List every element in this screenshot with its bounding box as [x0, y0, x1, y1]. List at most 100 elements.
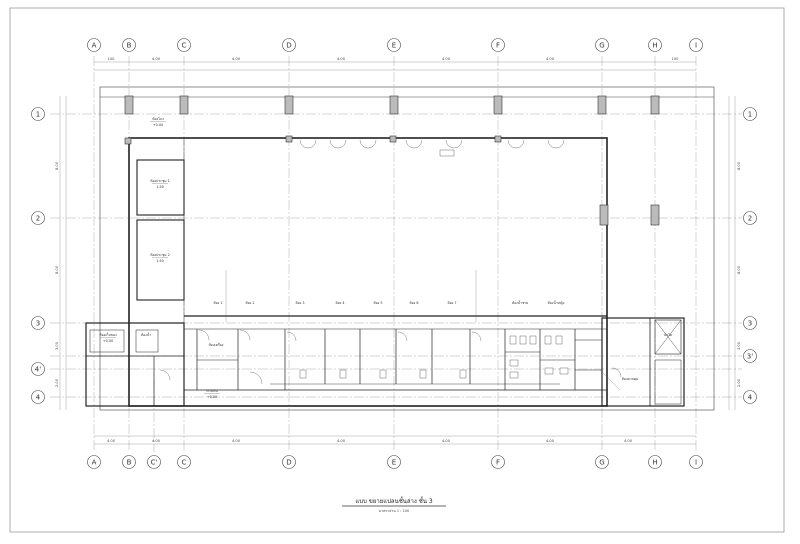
grid-bubble-right: 2	[743, 211, 757, 225]
dimension-text: 4.00	[442, 439, 451, 443]
room-level: +0.00	[103, 339, 113, 343]
room-tag: ห้อง 1	[213, 301, 222, 305]
grid-bubble-top: G	[595, 38, 609, 52]
dimension-text: 4.00	[152, 439, 161, 443]
room-name: ห้อง 5	[373, 301, 382, 305]
dimension-text: 4.00	[442, 57, 451, 61]
grid-label: 1	[36, 111, 40, 119]
room-name: ทางเดิน	[206, 389, 218, 393]
grid-label: A	[92, 42, 97, 50]
leader-lines	[225, 270, 621, 391]
grid-label: 2	[36, 215, 40, 223]
grid-label: B	[127, 42, 132, 50]
grid-label: C	[182, 42, 187, 50]
grid-label: G	[599, 459, 604, 467]
fixtures	[299, 149, 569, 379]
dimension-text: 3.00	[737, 341, 741, 350]
grid-bubble-bottom: E	[387, 455, 401, 469]
room-name: ห้อง 6	[409, 301, 418, 305]
grid-label: H	[652, 42, 657, 50]
dimension-text: 4.00	[546, 57, 555, 61]
room-name: ห้องเก็บของ	[99, 331, 117, 337]
grid-label: E	[392, 42, 396, 50]
room-level: +0.00	[207, 395, 217, 399]
room-name: ห้องประชุม 2	[150, 253, 170, 258]
grid-label: F	[496, 459, 500, 467]
dimension-text: 8.00	[55, 265, 59, 274]
dimension-text: 3.00	[55, 341, 59, 350]
grid-bubble-left: 2	[31, 211, 45, 225]
room-name: ห้องโถง	[152, 116, 164, 121]
sheet-border	[9, 7, 785, 533]
grid-bubble-bottom: A	[87, 455, 101, 469]
room-tag: ห้องประชุม 21:50	[150, 253, 170, 263]
dimension-lines	[59, 61, 736, 445]
grid-label: 1	[748, 111, 752, 119]
grid-label: I	[695, 42, 697, 50]
grid-label: G	[599, 42, 604, 50]
drawing-scale: มาตราส่วน 1 : 100	[379, 509, 409, 513]
room-tag: ห้องน้ำ	[141, 332, 151, 337]
room-tag: ห้องประชุม 11:50	[150, 179, 170, 189]
room-name: ห้อง 3	[295, 301, 304, 305]
room-tag: ห้องควบคุม	[622, 377, 639, 382]
dimension-text: 4.00	[152, 57, 161, 61]
grid-bubble-bottom: D	[282, 455, 296, 469]
room-name: ห้องน้ำหญิง	[548, 300, 565, 305]
room-tag: ห้อง 7	[447, 301, 456, 305]
dimension-text: 4.00	[337, 57, 346, 61]
grid-bubble-bottom: B	[122, 455, 136, 469]
grid-bubble-left: 1	[31, 107, 45, 121]
room-level: +0.00	[153, 123, 163, 127]
dimension-text: 8.00	[55, 161, 59, 170]
grid-bubble-bottom: C'	[147, 455, 161, 469]
grid-label: 3'	[747, 353, 753, 361]
grid-bubble-left: 3	[31, 316, 45, 330]
grid-label: I	[695, 459, 697, 467]
grid-bubble-left: 4'	[31, 362, 45, 376]
grid-label: A	[92, 459, 97, 467]
room-tag: ห้อง 6	[409, 301, 418, 305]
grid-label: 2	[748, 215, 752, 223]
grid-bubble-bottom: G	[595, 455, 609, 469]
grid-label: C'	[151, 459, 158, 467]
dimension-text: 4.00	[624, 439, 633, 443]
dimension-text: 100	[108, 57, 116, 61]
room-name: บันได	[664, 333, 672, 337]
grid-bubble-bottom: I	[689, 455, 703, 469]
room-level: 1:50	[156, 259, 164, 263]
grid-bubble-top: I	[689, 38, 703, 52]
room-tag: ห้องน้ำชาย	[512, 300, 528, 305]
room-tag: ห้อง 2	[245, 301, 254, 305]
grid-label: B	[127, 459, 132, 467]
grid-bubble-right: 4	[743, 390, 757, 404]
grid-bubble-right: 1	[743, 107, 757, 121]
dimension-text: 2.00	[737, 378, 741, 387]
grid-label: H	[652, 459, 657, 467]
grid-bubble-top: D	[282, 38, 296, 52]
dimension-text: 8.00	[737, 161, 741, 170]
grid-bubble-top: E	[387, 38, 401, 52]
dimension-text: 100	[672, 57, 680, 61]
grid-label: E	[392, 459, 396, 467]
grid-bubble-bottom: C	[177, 455, 191, 469]
dimension-text: 4.00	[107, 439, 116, 443]
grid-bubble-bottom: F	[491, 455, 505, 469]
roof-outline	[99, 86, 715, 411]
room-tag: ห้องโถง +0.00	[150, 116, 166, 127]
grid-bubble-top: C	[177, 38, 191, 52]
room-name: ห้อง 1	[213, 301, 222, 305]
room-name: ห้อง 2	[245, 301, 254, 305]
room-name: ห้องน้ำชาย	[512, 300, 528, 305]
dimension-text: 4.00	[546, 439, 555, 443]
dimension-text: 4.00	[232, 57, 241, 61]
room-name: ห้อง 7	[447, 301, 456, 305]
grid-label: 4	[748, 394, 753, 402]
room-tag: ห้อง 4	[335, 301, 344, 305]
grid-label: 4'	[35, 366, 41, 374]
grid-label: F	[496, 42, 500, 50]
grid-bubble-bottom: H	[648, 455, 662, 469]
dimension-text: 4.00	[337, 439, 346, 443]
grid-bubble-left: 4	[31, 390, 45, 404]
